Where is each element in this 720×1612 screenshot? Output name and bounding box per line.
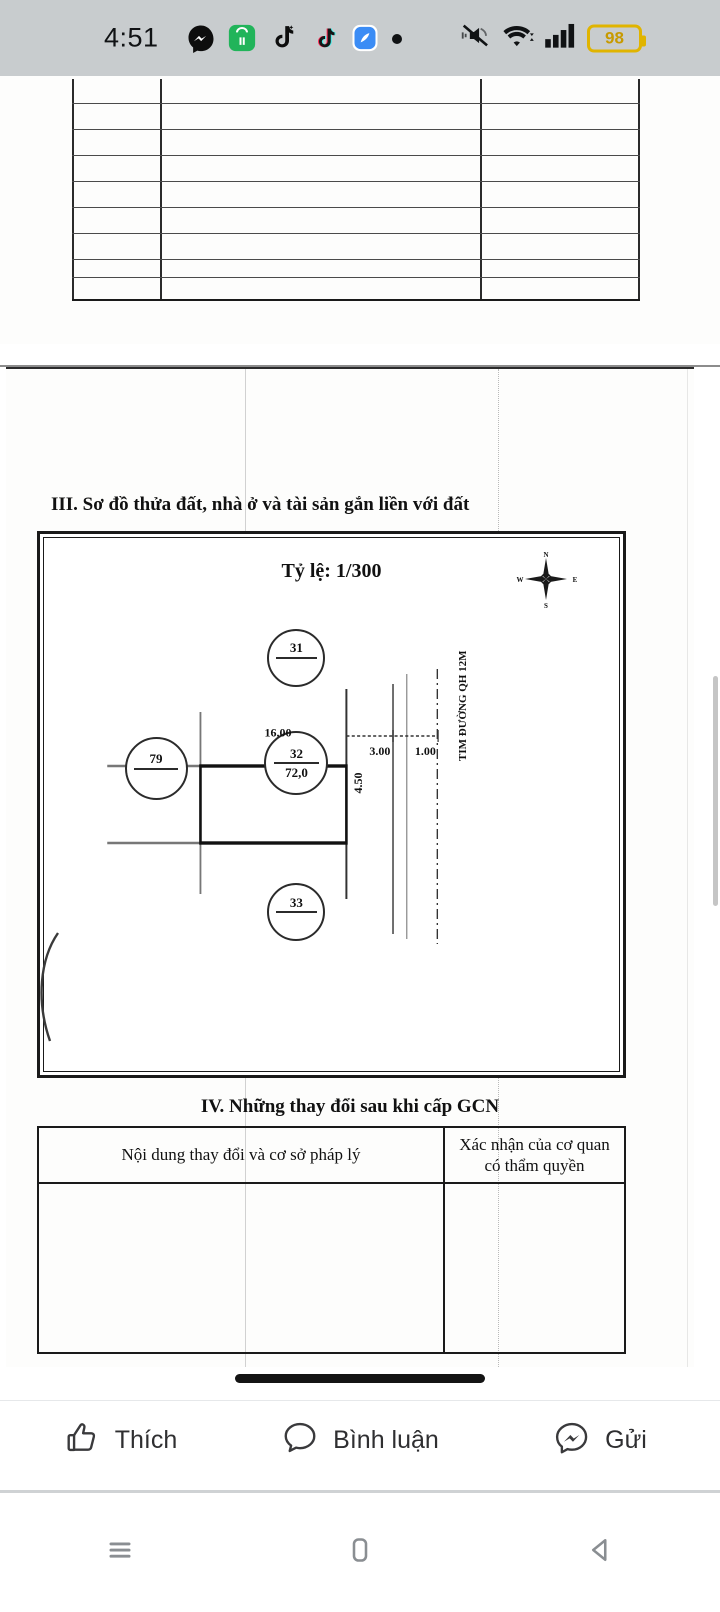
parcel-area: 72,0	[285, 765, 308, 781]
dimension-setback-2: 1.00	[414, 743, 436, 758]
mute-icon	[460, 21, 492, 56]
system-icons-group: 98	[460, 21, 646, 56]
land-certificate-page: III. Sơ đồ thửa đất, nhà ở và tài sản gắ…	[6, 367, 694, 1367]
home-icon	[342, 1532, 378, 1573]
recents-icon	[102, 1532, 138, 1573]
post-actions-bar: Thích Bình luận Gửi	[0, 1374, 720, 1490]
parcel-marker-33: 33	[267, 882, 326, 941]
section-4-heading: IV. Những thay đổi sau khi cấp GCN	[200, 1096, 500, 1117]
changes-table: Nội dung thay đổi và cơ sở pháp lý Xác n…	[37, 1126, 626, 1354]
back-icon	[582, 1532, 618, 1573]
thumbs-up-icon	[63, 1419, 101, 1462]
parcel-marker-31: 31	[267, 628, 326, 687]
messenger-icon	[186, 23, 216, 53]
status-bar-clock: 4:51	[104, 22, 159, 53]
send-button-label: Gửi	[605, 1426, 647, 1454]
dimension-right-height: 4.50	[350, 772, 365, 794]
plot-drawing-frame-inner	[43, 537, 620, 1072]
battery-percent-label: 98	[605, 28, 624, 47]
scan-artifact-curve	[40, 932, 59, 1042]
changes-table-col-content: Nội dung thay đổi và cơ sở pháp lý	[39, 1128, 445, 1352]
page-separator-gap	[0, 344, 720, 366]
parcel-divider	[133, 767, 179, 770]
comment-button-label: Bình luận	[333, 1426, 439, 1454]
blue-app-icon	[350, 23, 380, 53]
parcel-marker-79: 79	[124, 736, 188, 800]
parcel-number: 79	[149, 751, 163, 767]
messenger-send-icon	[553, 1419, 591, 1462]
page-separator-line	[0, 365, 720, 367]
parcel-number: 31	[289, 640, 303, 656]
svg-text:S: S	[544, 602, 548, 610]
dimension-setback-1: 3.00	[369, 743, 391, 758]
post-image-document[interactable]: III. Sơ đồ thửa đất, nhà ở và tài sản gắ…	[0, 76, 720, 1378]
parcel-number: 32	[289, 745, 303, 761]
status-bar: 4:51	[0, 0, 720, 76]
parcel-marker-32: 32 72,0	[264, 731, 329, 796]
back-button[interactable]	[480, 1493, 720, 1612]
section-3-heading: III. Sơ đồ thửa đất, nhà ở và tài sản gắ…	[51, 494, 470, 515]
recents-button[interactable]	[0, 1493, 240, 1612]
changes-table-col-confirmation: Xác nhận của cơ quan có thẩm quyền	[445, 1128, 624, 1352]
image-scrollbar[interactable]	[713, 676, 718, 906]
comment-button[interactable]: Bình luận	[240, 1401, 480, 1480]
parcel-divider	[275, 656, 317, 659]
battery-saver-icon: 98	[587, 24, 646, 52]
parcel-divider	[275, 911, 317, 914]
scale-label: Tỷ lệ: 1/300	[281, 560, 382, 582]
svg-text:E: E	[573, 576, 578, 584]
changes-table-header-right: Xác nhận của cơ quan có thẩm quyền	[445, 1128, 624, 1184]
svg-text:W: W	[517, 576, 524, 584]
changes-table-header-left: Nội dung thay đổi và cơ sở pháp lý	[39, 1128, 443, 1184]
more-notifications-dot	[391, 32, 403, 44]
comment-bubble-icon	[281, 1419, 319, 1462]
signal-bars-icon	[544, 22, 578, 55]
plot-diagram-svg	[107, 669, 439, 944]
home-indicator	[235, 1374, 485, 1383]
plot-diagram: 79 31 32 72,0 33	[40, 534, 623, 1075]
facebook-actions-row: Thích Bình luận Gửi	[0, 1400, 720, 1480]
parcel-divider	[273, 762, 320, 765]
svg-text:N: N	[543, 551, 548, 559]
like-button-label: Thích	[114, 1426, 178, 1454]
compass-rose-icon: N S E W	[515, 548, 579, 610]
like-button[interactable]: Thích	[0, 1401, 240, 1480]
android-nav-bar	[0, 1490, 720, 1612]
shopping-app-icon	[227, 23, 257, 53]
wifi-icon	[501, 21, 535, 56]
parcel-number: 33	[289, 894, 303, 910]
home-button[interactable]	[240, 1493, 480, 1612]
plot-drawing-frame: Tỷ lệ: 1/300 N S E W	[37, 531, 626, 1078]
notification-icons-group	[186, 23, 403, 53]
scan-crease-right	[687, 369, 688, 1367]
dimension-top-width: 16.00	[264, 725, 292, 740]
tiktok-lite-icon	[309, 23, 339, 53]
document-page-previous	[0, 76, 720, 344]
empty-data-table	[72, 79, 640, 301]
tiktok-icon	[268, 23, 298, 53]
send-button[interactable]: Gửi	[480, 1401, 720, 1480]
road-centerline-label: TIM ĐƯỜNG QH 12M	[456, 650, 469, 762]
